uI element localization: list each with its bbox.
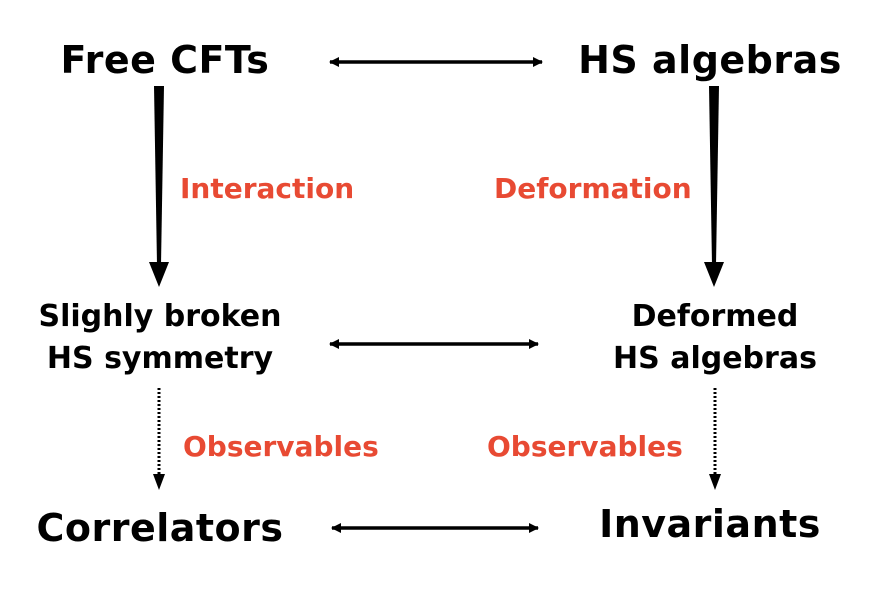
arrow-deformation xyxy=(704,86,724,287)
node-slightly-broken: Slighly broken HS symmetry xyxy=(38,299,282,376)
node-deformed-hs: Deformed HS algebras xyxy=(613,299,817,376)
node-hs-algebras: HS algebras xyxy=(578,38,842,82)
label-deformation: Deformation xyxy=(494,172,692,205)
node-correlators: Correlators xyxy=(36,506,284,550)
node-invariants: Invariants xyxy=(599,502,821,546)
arrow-observables-left xyxy=(153,388,165,490)
arrow-observables-right xyxy=(709,388,721,490)
label-observables-left: Observables xyxy=(183,430,379,463)
node-free-cfts: Free CFTs xyxy=(60,38,270,82)
label-observables-right: Observables xyxy=(487,430,683,463)
label-interaction: Interaction xyxy=(180,172,355,205)
arrow-interaction xyxy=(149,86,169,287)
